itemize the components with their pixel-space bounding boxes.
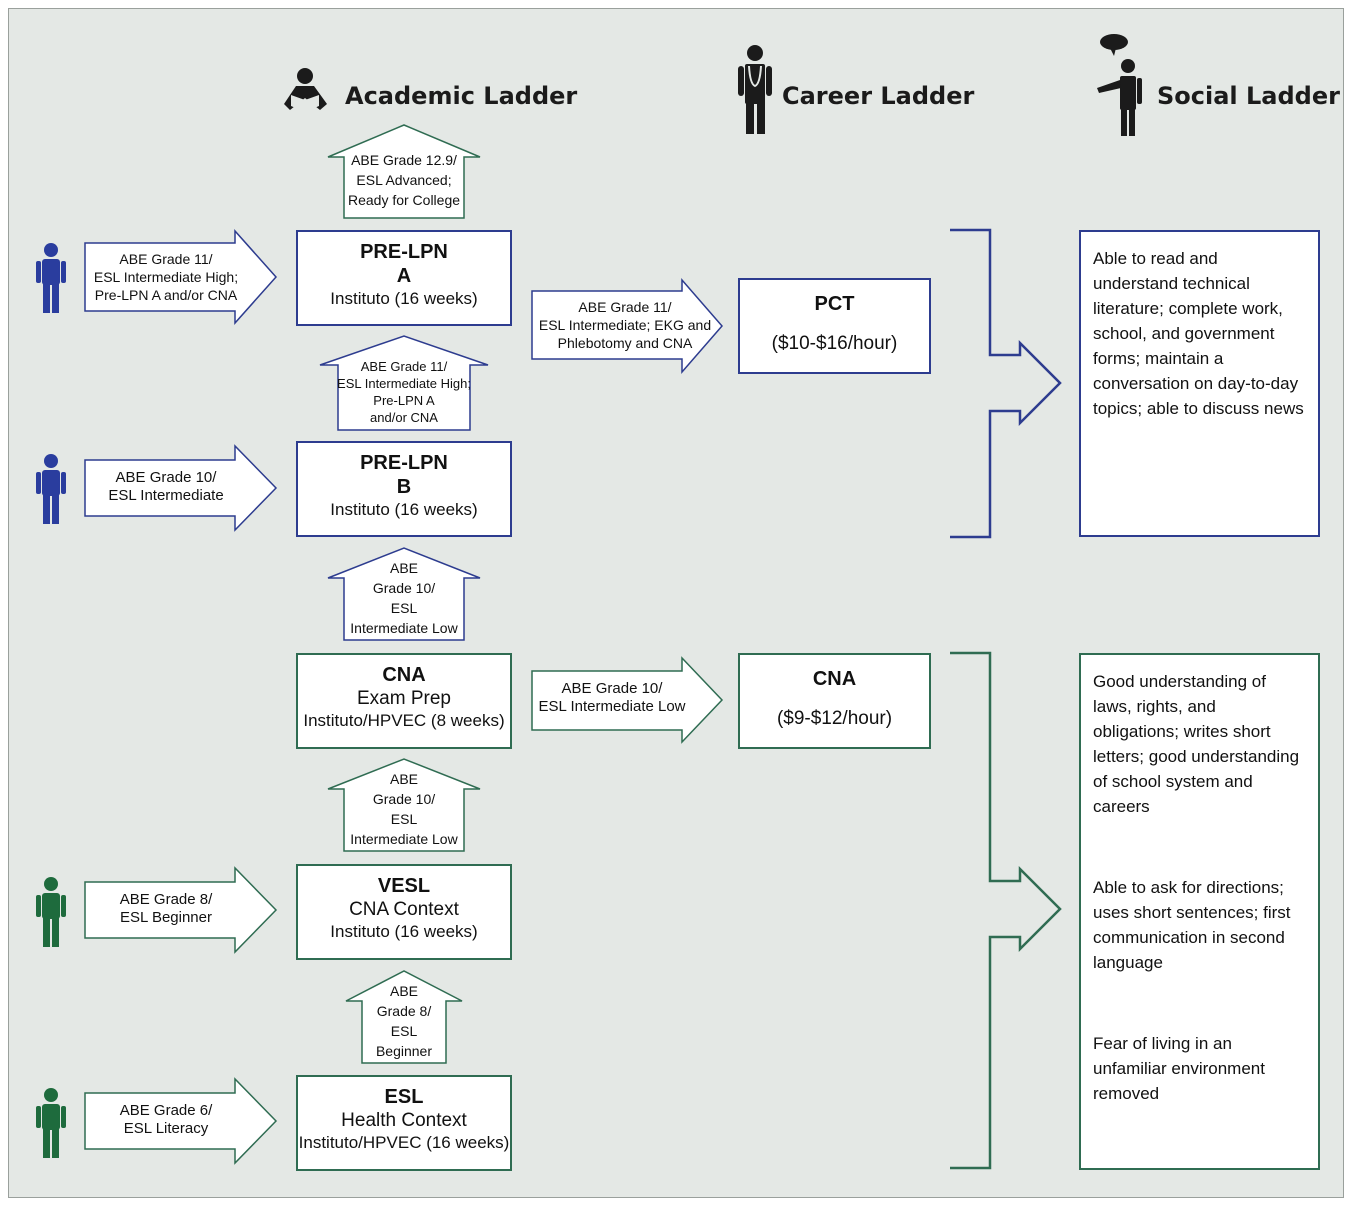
box-detail: Instituto/HPVEC (8 weeks) — [303, 711, 505, 730]
up-arrow-2-label: ABE Grade 11/ESL Intermediate High;Pre-L… — [337, 359, 471, 425]
box-detail: Instituto/HPVEC (16 weeks) — [298, 1133, 510, 1152]
person-icon-blue-2 — [36, 454, 66, 524]
box-detail: Instituto (16 weeks) — [330, 922, 478, 941]
cna-career-box: CNA ($9-$12/hour) — [738, 653, 931, 749]
career-wage: ($9-$12/hour) — [776, 708, 893, 729]
social-ladder-title: Social Ladder — [1157, 82, 1340, 110]
entry-arrow-4-label: ABE Grade 6/ESL Literacy — [119, 1102, 213, 1137]
entry-arrow-2-label: ABE Grade 10/ESL Intermediate — [108, 469, 224, 504]
academic-ladder-title: Academic Ladder — [345, 82, 578, 110]
social-box-lower: Good understanding of laws, rights, and … — [1079, 653, 1320, 1170]
cna-exam-prep-box: CNA Exam Prep Instituto/HPVEC (8 weeks) — [296, 653, 512, 749]
person-icon-blue-1 — [36, 243, 66, 313]
career-ladder-title: Career Ladder — [782, 82, 975, 110]
vesl-box: VESL CNA Context Instituto (16 weeks) — [296, 864, 512, 960]
career-arrow-cna — [531, 656, 724, 744]
pre-lpn-b-box: PRE-LPN B Instituto (16 weeks) — [296, 441, 512, 537]
box-subtitle: B — [396, 476, 412, 498]
up-arrow-5 — [345, 970, 463, 1064]
person-icon-green-2 — [36, 1088, 66, 1158]
up-arrow-4 — [327, 758, 481, 852]
up-arrow-1-label: ABE Grade 12.9/ESL Advanced;Ready for Co… — [347, 152, 461, 208]
social-text-2: Able to ask for directions; uses short s… — [1093, 878, 1291, 972]
up-arrow-2 — [319, 335, 489, 431]
box-subtitle: A — [396, 265, 412, 287]
up-arrow-1 — [327, 124, 481, 219]
entry-arrow-1-label: ABE Grade 11/ESL Intermediate High;Pre-L… — [93, 251, 239, 303]
career-title: CNA — [812, 668, 857, 690]
entry-arrow-3 — [84, 866, 278, 954]
career-title: PCT — [814, 293, 855, 315]
box-subtitle: Health Context — [341, 1110, 467, 1131]
bracket-lower — [950, 651, 1062, 1170]
career-arrow-pct — [531, 277, 723, 375]
person-icon-green-1 — [36, 877, 66, 947]
entry-arrow-4 — [84, 1077, 278, 1165]
esl-box: ESL Health Context Instituto/HPVEC (16 w… — [296, 1075, 512, 1171]
entry-arrow-3-label: ABE Grade 8/ESL Beginner — [119, 891, 213, 926]
box-subtitle: CNA Context — [349, 899, 459, 920]
speaker-icon — [1097, 34, 1142, 136]
pre-lpn-a-box: PRE-LPN A Instituto (16 weeks) — [296, 230, 512, 326]
box-title: PRE-LPN — [360, 241, 448, 263]
social-text-1: Good understanding of laws, rights, and … — [1093, 672, 1300, 816]
career-wage: ($10-$16/hour) — [771, 333, 898, 354]
pct-box: PCT ($10-$16/hour) — [738, 278, 931, 374]
entry-arrow-1 — [84, 229, 278, 325]
social-text-upper: Able to read and understand technical li… — [1093, 249, 1304, 418]
doctor-icon — [738, 45, 772, 134]
box-title: ESL — [384, 1086, 424, 1108]
up-arrow-3 — [327, 547, 481, 641]
box-subtitle: Exam Prep — [357, 688, 451, 709]
reader-icon — [284, 68, 327, 112]
social-text-3: Fear of living in an unfamiliar environm… — [1093, 1034, 1265, 1103]
entry-arrow-2 — [84, 444, 278, 532]
bracket-upper — [950, 228, 1062, 539]
box-title: CNA — [382, 664, 426, 686]
social-box-upper: Able to read and understand technical li… — [1079, 230, 1320, 537]
career-arrow-cna-label: ABE Grade 10/ESL Intermediate Low — [538, 680, 686, 715]
box-title: PRE-LPN — [360, 452, 448, 474]
box-detail: Instituto (16 weeks) — [330, 500, 478, 519]
box-detail: Instituto (16 weeks) — [330, 289, 478, 308]
box-title: VESL — [377, 875, 431, 897]
